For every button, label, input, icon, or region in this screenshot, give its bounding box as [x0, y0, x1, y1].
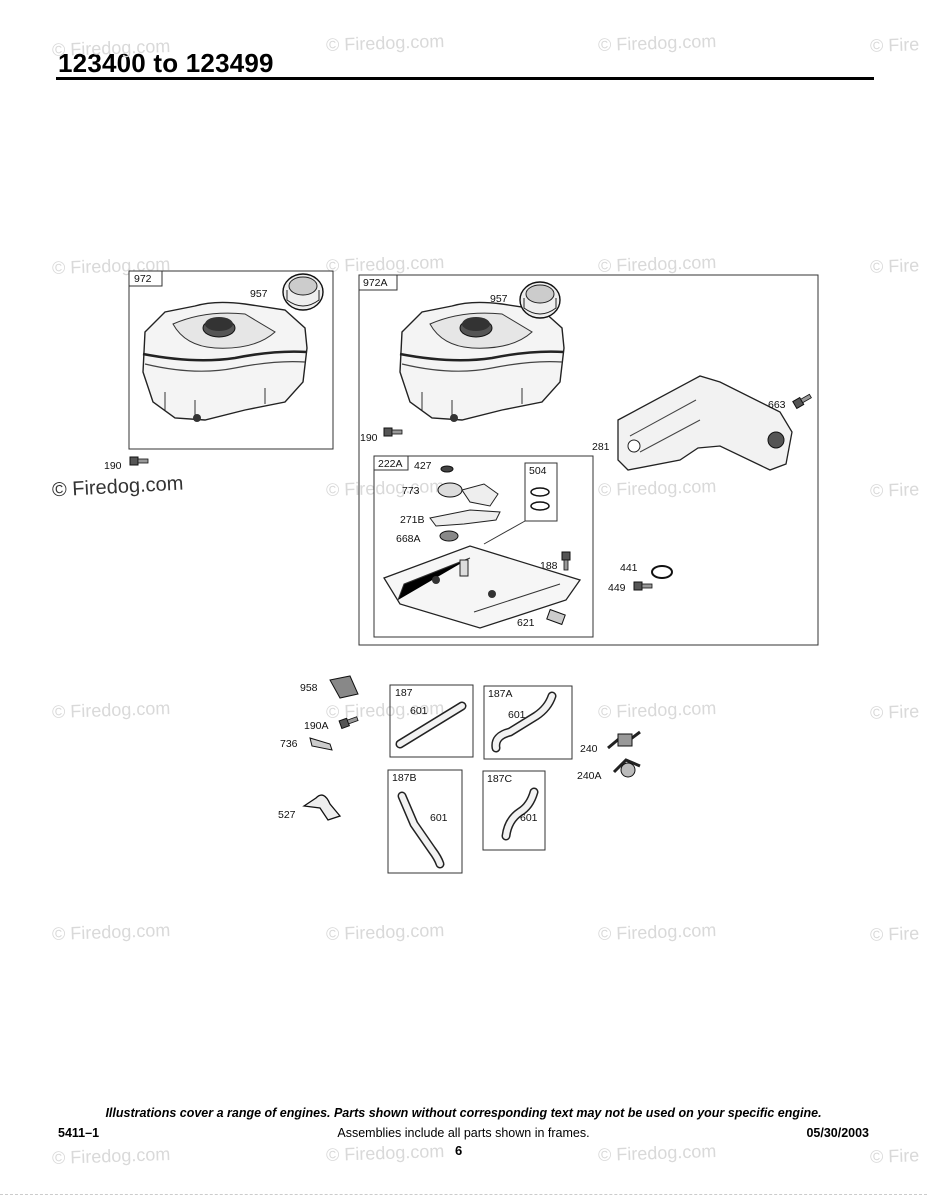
part-label-190A: 190A [304, 720, 329, 732]
footer-assemblies-note: Assemblies include all parts shown in fr… [337, 1126, 590, 1140]
frame-187C [482, 770, 546, 851]
frame-label-187C: 187C [487, 773, 513, 785]
page-number: 6 [455, 1143, 463, 1158]
part-label-736: 736 [280, 738, 298, 750]
part-label-958: 958 [300, 682, 318, 694]
frame-187A [483, 685, 573, 760]
bolt [129, 456, 149, 466]
frame-label-box [373, 455, 409, 471]
control-plate [383, 545, 582, 629]
footer-disclaimer: Illustrations cover a range of engines. … [105, 1106, 822, 1120]
part-label-427: 427 [414, 460, 432, 472]
frame-label-box [128, 270, 163, 287]
frame-label-972A: 972A [363, 277, 388, 289]
fuel-cap [519, 281, 561, 319]
part-label-190: 190 [104, 460, 122, 472]
part-label-773: 773 [402, 485, 420, 497]
part-label-957: 957 [490, 293, 508, 305]
part-label-621: 621 [517, 617, 535, 629]
part-label-240A: 240A [577, 770, 602, 782]
part-label-190: 190 [360, 432, 378, 444]
bolt [633, 581, 653, 591]
fuel-tank [398, 301, 566, 424]
frame-label-222A: 222A [378, 458, 403, 470]
frame-label-504: 504 [529, 465, 547, 477]
part-label-668A: 668A [396, 533, 421, 545]
part-label-441: 441 [620, 562, 638, 574]
part-label-601: 601 [410, 705, 428, 717]
frame-label-187: 187 [395, 687, 413, 699]
frame-187 [389, 684, 474, 758]
part-label-271B: 271B [400, 514, 425, 526]
footer-code: 5411–1 [58, 1126, 100, 1140]
bolt [792, 392, 813, 409]
frame-972A [358, 274, 819, 646]
frame-504 [524, 462, 558, 522]
title-rule [56, 77, 874, 80]
part-label-527: 527 [278, 809, 296, 821]
part-label-957: 957 [250, 288, 268, 300]
frame-label-972: 972 [134, 273, 152, 285]
frame-label-187B: 187B [392, 772, 417, 784]
fuel-cap [282, 273, 324, 311]
frame-222A [373, 455, 594, 638]
part-label-449: 449 [608, 582, 626, 594]
part-label-601: 601 [430, 812, 448, 824]
page-title: 123400 to 123499 [58, 48, 274, 78]
bolt [338, 714, 360, 729]
part-label-601: 601 [520, 812, 538, 824]
bolt [561, 551, 571, 571]
mounting-bracket [617, 375, 793, 471]
part-label-601: 601 [508, 709, 526, 721]
frame-972 [128, 270, 334, 450]
part-label-281: 281 [592, 441, 610, 453]
frame-label-box [358, 274, 398, 291]
part-label-663: 663 [768, 399, 786, 411]
bolt [383, 427, 403, 437]
footer-date: 05/30/2003 [806, 1126, 869, 1140]
part-label-240: 240 [580, 743, 598, 755]
fuel-tank [141, 301, 309, 424]
bottom-divider [0, 1194, 927, 1196]
frame-label-187A: 187A [488, 688, 513, 700]
frame-187B [387, 769, 463, 874]
